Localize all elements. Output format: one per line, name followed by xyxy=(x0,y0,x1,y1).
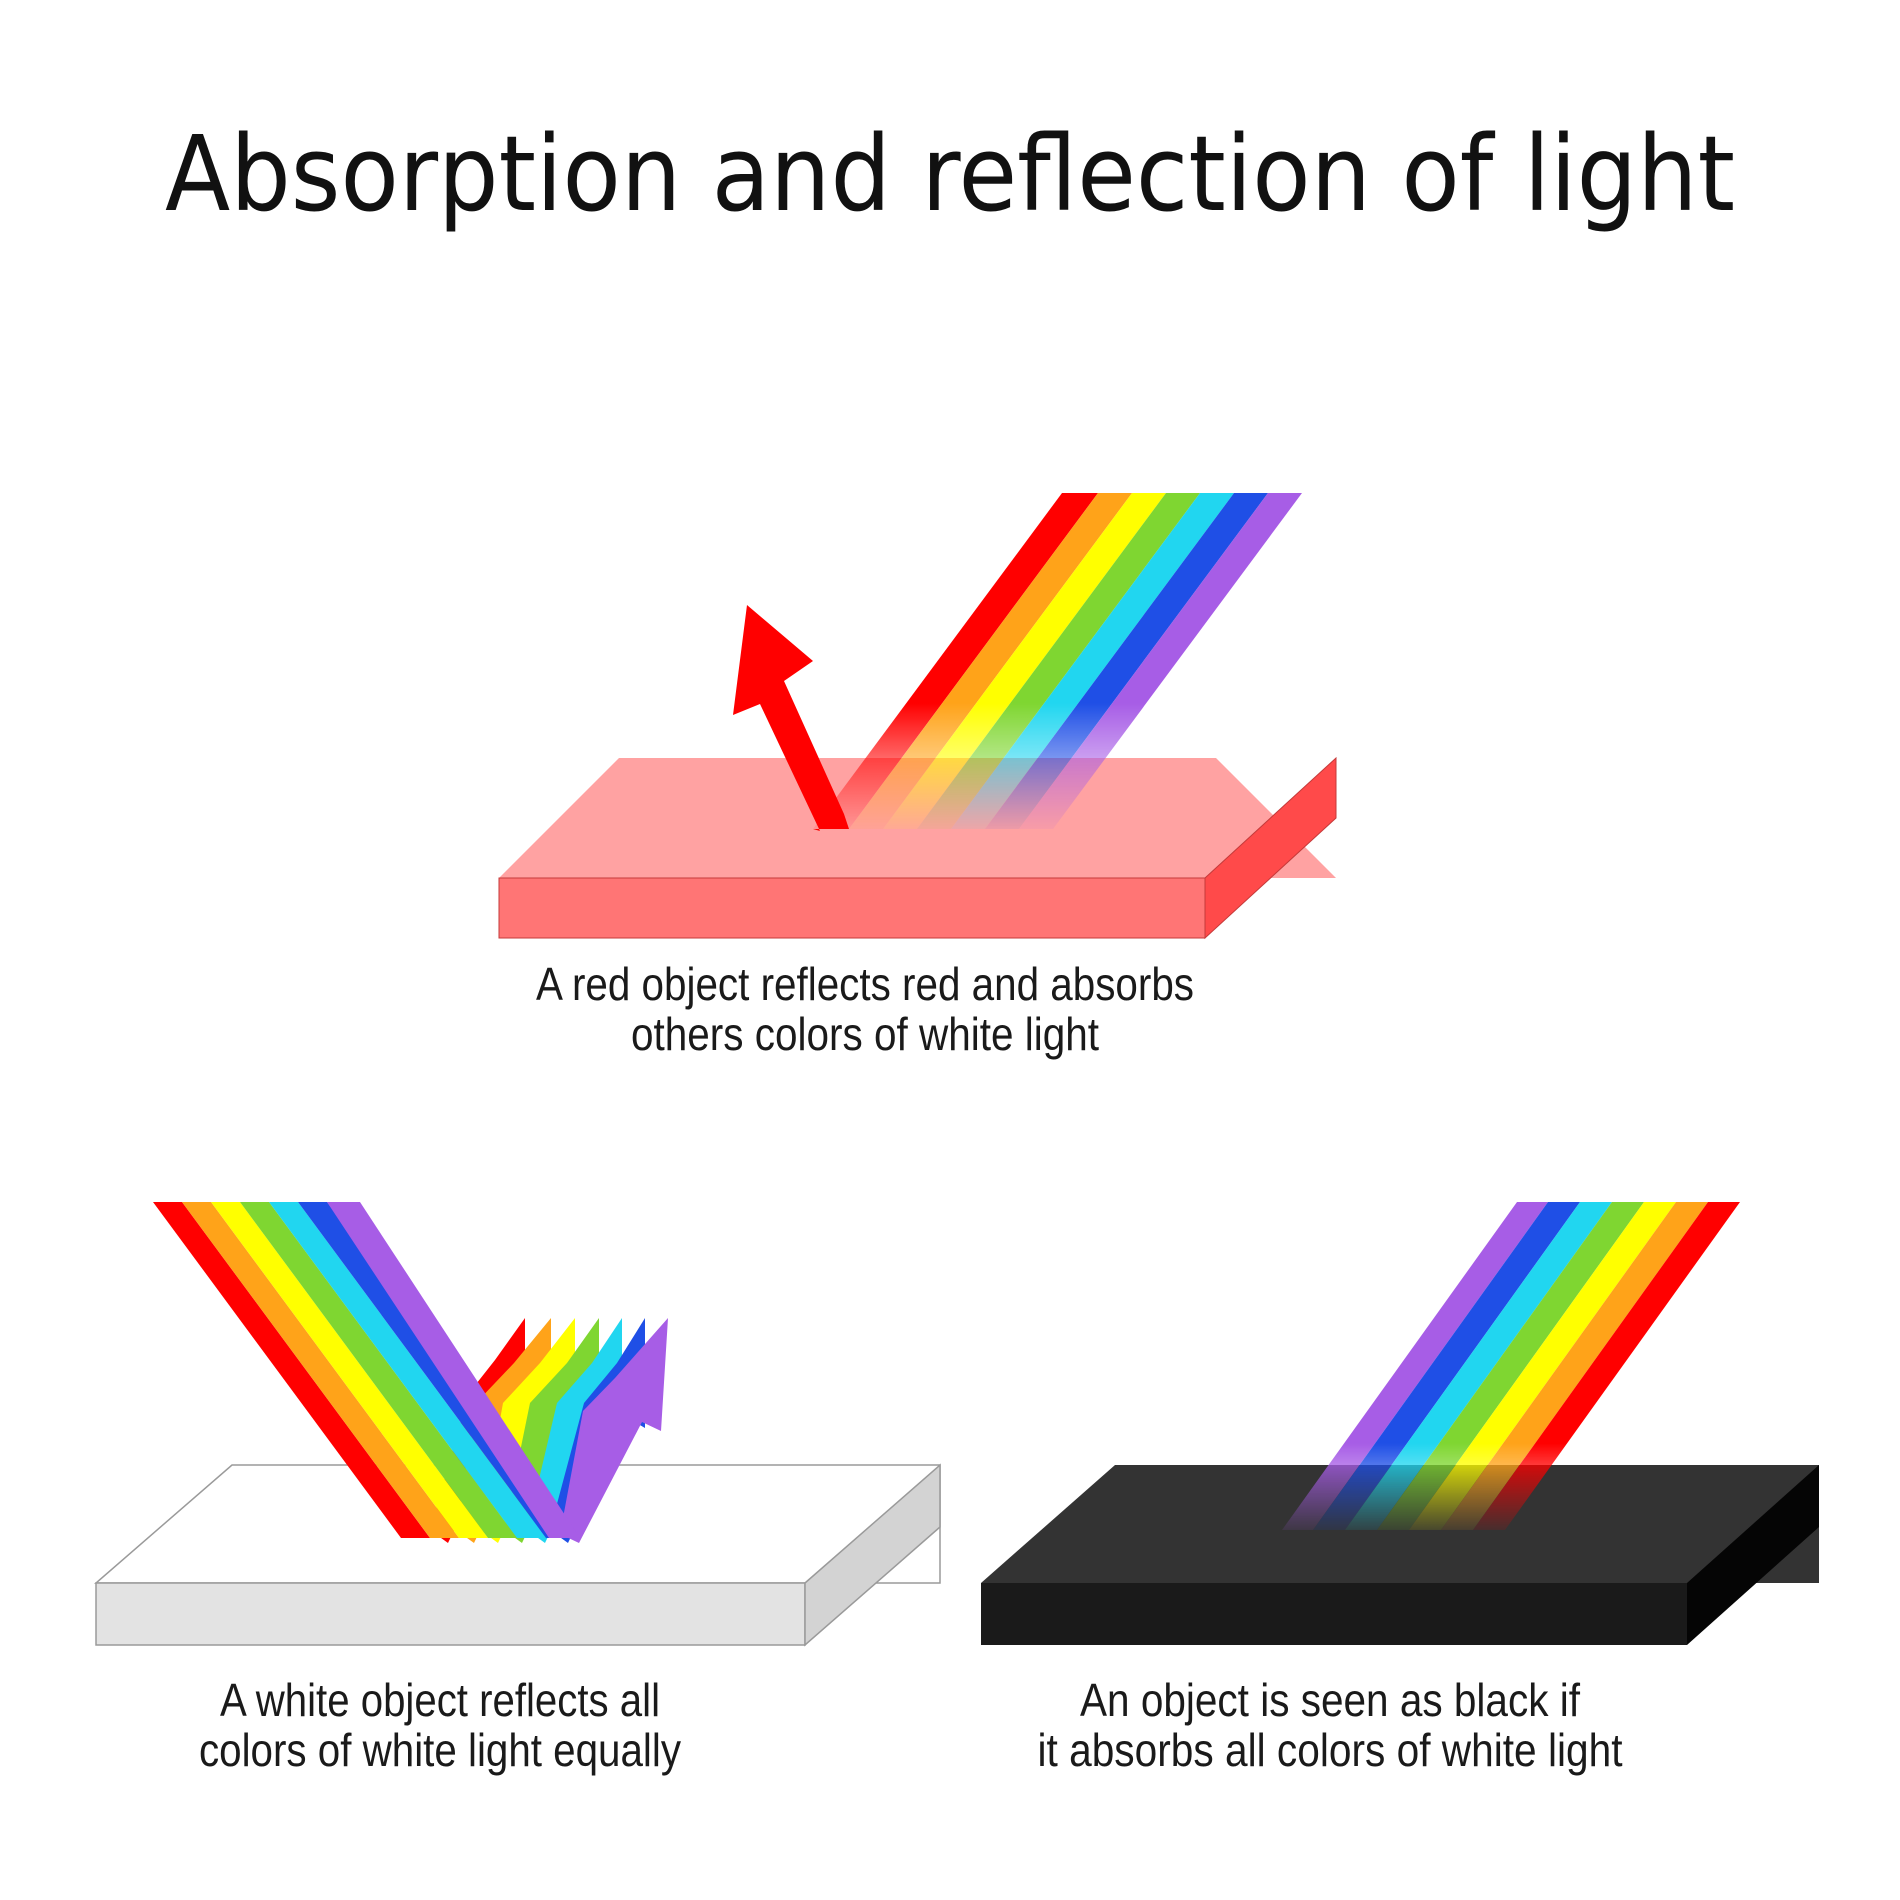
beam-band-violet xyxy=(327,1202,580,1538)
beam-band-green xyxy=(1377,1202,1644,1530)
white-object-panel xyxy=(93,1202,941,1647)
beam-band-cyan xyxy=(951,493,1234,829)
red-object-caption-line-1: A red object reflects red and absorbs xyxy=(536,958,1194,1010)
black-object-caption-line-2: it absorbs all colors of white light xyxy=(1038,1724,1623,1776)
red-slab-front xyxy=(498,877,1206,939)
white-incoming-spectrum-beam xyxy=(153,1202,580,1538)
white-slab-front xyxy=(95,1582,806,1646)
black-object-caption-line-1: An object is seen as black if xyxy=(1080,1674,1580,1726)
white-slab-side xyxy=(804,1463,941,1647)
beam-band-orange xyxy=(849,493,1132,829)
beam-band-orange xyxy=(182,1202,459,1538)
beam-band-green xyxy=(917,493,1200,829)
black-slab-front xyxy=(981,1583,1687,1645)
black-incoming-spectrum-beam xyxy=(1282,1202,1740,1530)
red-slab-side xyxy=(1204,756,1337,940)
beam-band-orange xyxy=(1441,1202,1708,1530)
beam-band-violet xyxy=(1019,493,1302,829)
beam-band-yellow xyxy=(883,493,1166,829)
beam-band-green xyxy=(240,1202,517,1538)
beam-band-yellow xyxy=(211,1202,488,1538)
beam-band-cyan xyxy=(269,1202,546,1538)
beam-band-blue xyxy=(985,493,1268,829)
red-object-caption-line-2: others colors of white light xyxy=(631,1008,1099,1060)
white-object-caption-line-2: colors of white light equally xyxy=(199,1724,681,1776)
red-object-panel xyxy=(498,493,1337,940)
beam-band-violet xyxy=(1282,1202,1548,1530)
red-reflected-arrow xyxy=(733,605,849,831)
beam-band-yellow xyxy=(1409,1202,1676,1530)
red-incoming-spectrum-beam xyxy=(813,493,1302,829)
page-title: Absorption and reflection of light xyxy=(165,113,1735,235)
reflected-arrow-violet xyxy=(560,1318,668,1543)
beam-band-blue xyxy=(1313,1202,1580,1530)
beam-band-cyan xyxy=(1345,1202,1612,1530)
white-object-caption-line-1: A white object reflects all xyxy=(220,1674,660,1726)
black-slab-side xyxy=(1687,1465,1819,1645)
beam-band-red xyxy=(813,493,1098,829)
beam-band-red xyxy=(1473,1202,1740,1530)
black-object-panel xyxy=(981,1202,1819,1645)
beam-band-red xyxy=(153,1202,430,1538)
reflected-arrow-cyan xyxy=(527,1318,622,1543)
